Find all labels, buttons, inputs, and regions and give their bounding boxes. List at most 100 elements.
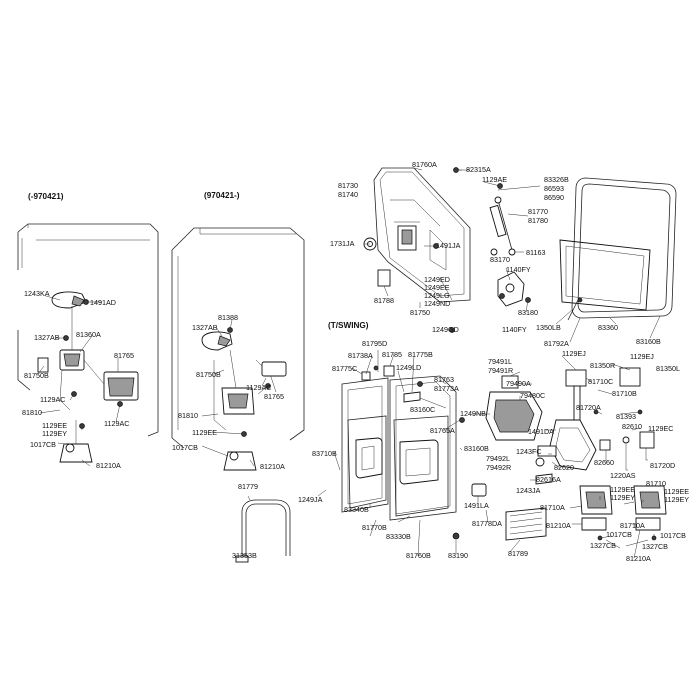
label-1243KA: 1243KA xyxy=(24,289,50,298)
label-83710B: 83710B xyxy=(312,449,337,458)
label-79490A: 79490A xyxy=(506,379,531,388)
label-1327CB-right-2: 1327CB xyxy=(642,542,668,551)
label-81720A: 81720A xyxy=(576,403,601,412)
label-1491LA: 1491LA xyxy=(464,501,489,510)
label-83190: 83190 xyxy=(448,551,468,560)
label-1129EY-right-1: 1129EY xyxy=(610,493,635,502)
label-81795D: 81795D xyxy=(362,339,387,348)
label-82620: 82620 xyxy=(554,463,574,472)
label-81792A: 81792A xyxy=(544,339,569,348)
swing-door-left xyxy=(341,377,389,513)
label-1129EE-right-1: 1129EE xyxy=(610,485,635,494)
label-83326B: 83326B xyxy=(544,175,569,184)
label-81779: 81779 xyxy=(238,482,258,491)
label-1129EJ-b: 1129EJ xyxy=(630,352,654,361)
strut-bracket xyxy=(497,271,531,307)
label-1327AB-middle: 1327AB xyxy=(192,323,218,332)
label-1129EY-right-2: 1129EY xyxy=(664,495,689,504)
label-81750B-left: 81750B xyxy=(24,371,49,380)
label-79492R: 79492R xyxy=(486,463,511,472)
label-1129EE-left: 1129EE xyxy=(42,421,67,430)
label-1249JA: 1249JA xyxy=(298,495,323,504)
label-81350R: 81350R xyxy=(590,361,615,370)
left-striker xyxy=(59,420,93,463)
label-1017CB-middle: 1017CB xyxy=(172,443,198,452)
label-81360A: 81360A xyxy=(76,330,101,339)
label-81773A: 81773A xyxy=(434,384,459,393)
label-81210A-left: 81210A xyxy=(96,461,121,470)
label-1249GD: 1249GD xyxy=(432,325,459,334)
label-83180: 83180 xyxy=(518,308,538,317)
label-81710C: 81710C xyxy=(588,377,613,386)
label-1129AC-left-1: 1129AC xyxy=(40,395,65,404)
label-81738A: 81738A xyxy=(348,351,373,360)
label-1129EE-middle: 1129EE xyxy=(192,428,217,437)
label-86590: 86590 xyxy=(544,193,564,202)
left-door-outline xyxy=(17,223,159,437)
upper-door-trim xyxy=(373,167,471,303)
label-81740: 81740 xyxy=(338,190,358,199)
label-1491AD: 1491AD xyxy=(90,298,116,307)
label-1129AE: 1129AE xyxy=(482,175,507,184)
label-81785: 81785 xyxy=(382,350,402,359)
label-81210A-right-2: 81210A xyxy=(626,554,651,563)
label-1731JA: 1731JA xyxy=(330,239,355,248)
label-1129EE-right-2: 1129EE xyxy=(664,487,689,496)
label-1491DA: 1491DA xyxy=(528,427,554,436)
label-1249LG: 1249LG xyxy=(424,291,450,300)
label-1129EJ-a: 1129EJ xyxy=(562,349,586,358)
hinge-lower-assembly xyxy=(579,485,667,541)
label-79492L: 79492L xyxy=(486,454,510,463)
label-81770B: 81770B xyxy=(362,523,387,532)
label-1129EY-left: 1129EY xyxy=(42,429,67,438)
label-79491L: 79491L xyxy=(488,357,512,366)
middle-door-outline xyxy=(171,227,305,449)
label-83160C: 83160C xyxy=(410,405,435,414)
label-83170: 83170 xyxy=(490,255,510,264)
label-81780: 81780 xyxy=(528,216,548,225)
label-1017CB-right-1: 1017CB xyxy=(606,530,632,539)
label-1350LB: 1350LB xyxy=(536,323,561,332)
label-1327CB-right-1: 1327CB xyxy=(590,541,616,550)
label-81760A: 81760A xyxy=(412,160,437,169)
label-81710B: 81710B xyxy=(612,389,637,398)
label-1243JA: 1243JA xyxy=(516,486,541,495)
label-1249ED: 1249ED xyxy=(424,275,450,284)
header-swing-section: (T/SWING) xyxy=(328,321,369,330)
middle-bolts xyxy=(227,327,271,437)
label-83330B: 83330B xyxy=(386,532,411,541)
label-81789: 81789 xyxy=(508,549,528,558)
label-82610: 82610 xyxy=(622,422,642,431)
window-glass-frame xyxy=(559,177,677,321)
label-81788: 81788 xyxy=(374,296,394,305)
middle-striker xyxy=(223,451,257,471)
label-81710A-a: 81710A xyxy=(540,503,565,512)
label-1140FY-upper: 1140FY xyxy=(506,265,531,274)
label-81720D: 81720D xyxy=(650,461,675,470)
middle-latch-assembly xyxy=(213,349,287,431)
swing-door-parts xyxy=(361,365,547,541)
swing-door-right xyxy=(389,375,457,521)
label-81760B: 81760B xyxy=(406,551,431,560)
label-1249NB: 1249NB xyxy=(460,409,486,418)
label-81350L: 81350L xyxy=(656,364,680,373)
label-1129EC: 1129EC xyxy=(648,424,673,433)
label-81810-middle: 81810 xyxy=(178,411,198,420)
gas-strut xyxy=(489,183,516,256)
middle-inside-handle xyxy=(201,331,233,351)
label-83160B-middle: 83160B xyxy=(464,444,489,453)
label-1249ND: 1249ND xyxy=(424,299,450,308)
label-79491R: 79491R xyxy=(488,366,513,375)
label-1220AS: 1220AS xyxy=(610,471,636,480)
label-81163: 81163 xyxy=(526,248,545,257)
label-82660: 82660 xyxy=(594,458,614,467)
label-82315A: 82315A xyxy=(466,165,491,174)
label-1017CB-left: 1017CB xyxy=(30,440,56,449)
label-81393: 81393 xyxy=(616,412,636,421)
label-1243FC: 1243FC xyxy=(516,447,542,456)
label-31353B: 31353B xyxy=(232,551,257,560)
label-81775C: 81775C xyxy=(332,364,357,373)
label-1249LD: 1249LD xyxy=(396,363,421,372)
label-81730: 81730 xyxy=(338,181,358,190)
